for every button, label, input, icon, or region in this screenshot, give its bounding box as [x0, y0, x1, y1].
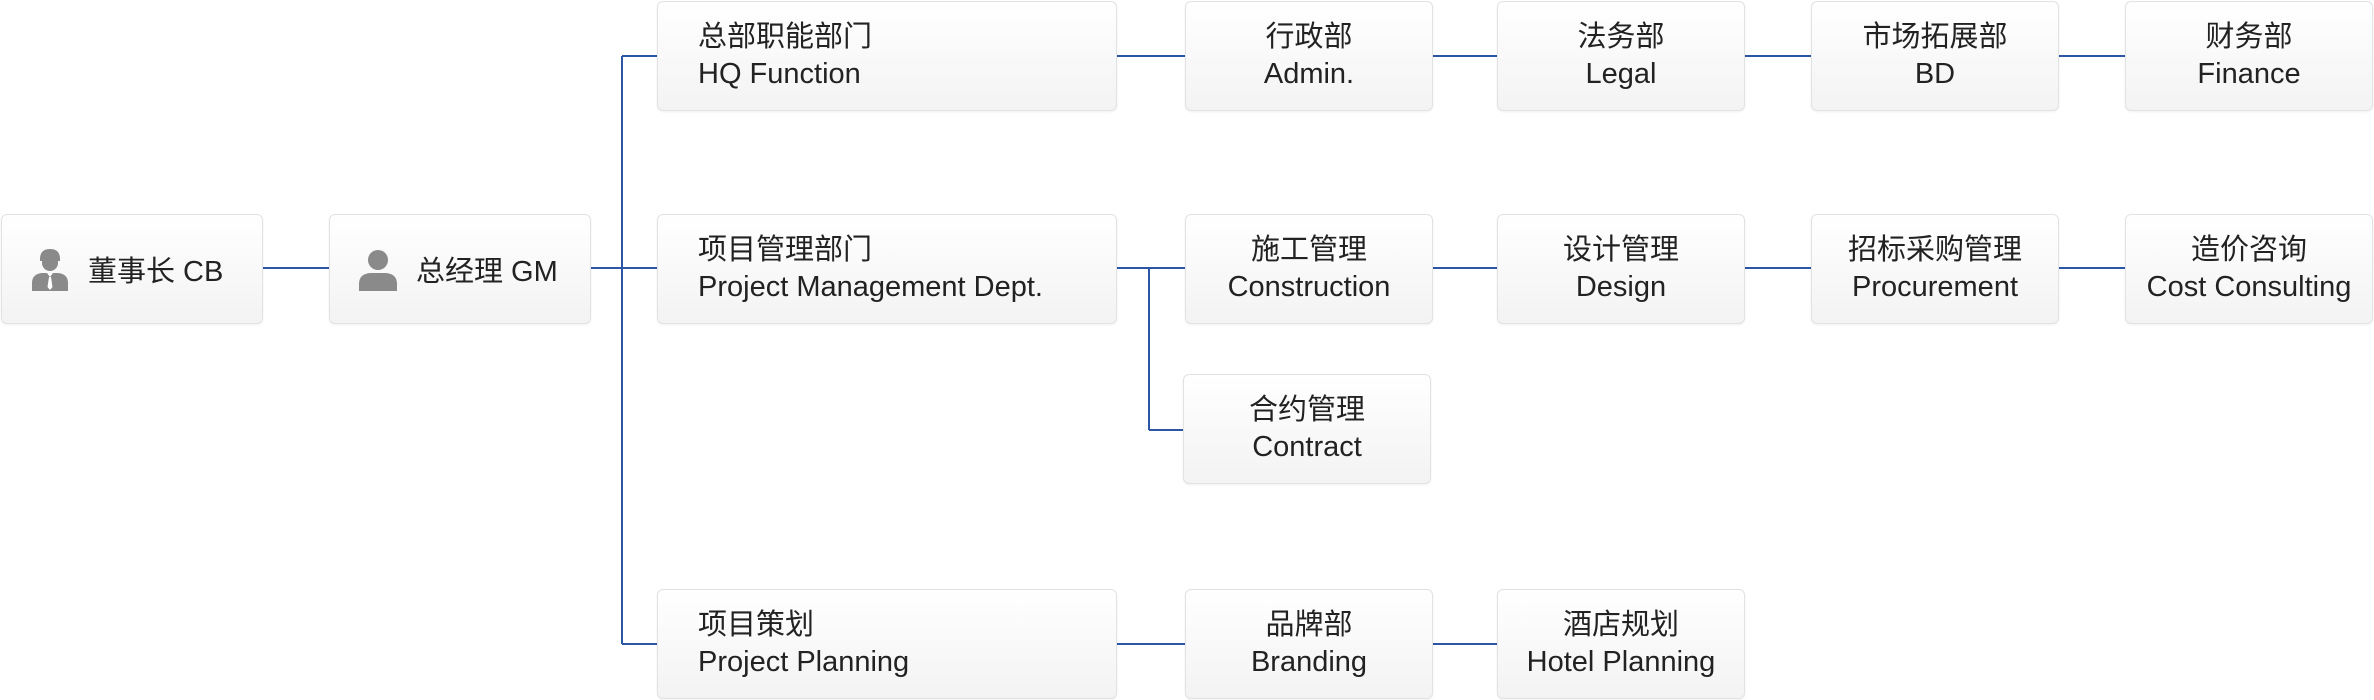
node-construction-zh: 施工管理 — [1250, 234, 1367, 266]
node-cost-zh: 造价咨询 — [2190, 234, 2307, 266]
node-bd-en: BD — [1914, 58, 1956, 90]
node-planning-zh: 项目策划 — [698, 609, 815, 641]
node-pm-en: Project Management Dept. — [698, 271, 1043, 303]
node-cb-label: 董事长 CB — [88, 256, 224, 288]
node-admin-zh: 行政部 — [1265, 21, 1353, 53]
node-contract[interactable]: 合约管理 Contract — [1183, 374, 1431, 484]
node-design-zh: 设计管理 — [1562, 234, 1679, 266]
node-procurement-zh: 招标采购管理 — [1847, 234, 2022, 266]
node-hq[interactable]: 总部职能部门 HQ Function — [657, 1, 1117, 111]
node-gm[interactable]: 总经理 GM — [329, 214, 591, 324]
node-legal-zh: 法务部 — [1577, 21, 1665, 53]
node-cb[interactable]: 董事长 CB — [1, 214, 263, 324]
node-bd[interactable]: 市场拓展部 BD — [1811, 1, 2059, 111]
node-hq-zh: 总部职能部门 — [698, 21, 873, 53]
node-planning-en: Project Planning — [698, 646, 910, 678]
node-pm-zh: 项目管理部门 — [698, 234, 873, 266]
node-hotel[interactable]: 酒店规划 Hotel Planning — [1497, 589, 1745, 699]
node-procurement[interactable]: 招标采购管理 Procurement — [1811, 214, 2059, 324]
node-admin[interactable]: 行政部 Admin. — [1185, 1, 1433, 111]
node-branding-zh: 品牌部 — [1265, 609, 1353, 641]
node-gm-label: 总经理 GM — [416, 256, 558, 288]
node-design[interactable]: 设计管理 Design — [1497, 214, 1745, 324]
node-cost-en: Cost Consulting — [2146, 271, 2352, 303]
node-construction[interactable]: 施工管理 Construction — [1185, 214, 1433, 324]
node-hotel-zh: 酒店规划 — [1562, 609, 1679, 641]
node-contract-zh: 合约管理 — [1248, 394, 1365, 426]
businessman-icon — [28, 247, 72, 291]
person-icon — [356, 247, 400, 291]
node-cost[interactable]: 造价咨询 Cost Consulting — [2125, 214, 2373, 324]
node-pm[interactable]: 项目管理部门 Project Management Dept. — [657, 214, 1117, 324]
node-branding[interactable]: 品牌部 Branding — [1185, 589, 1433, 699]
node-legal[interactable]: 法务部 Legal — [1497, 1, 1745, 111]
node-branding-en: Branding — [1250, 646, 1368, 678]
node-design-en: Design — [1575, 271, 1667, 303]
node-finance-en: Finance — [2197, 58, 2301, 90]
node-finance[interactable]: 财务部 Finance — [2125, 1, 2373, 111]
node-legal-en: Legal — [1585, 58, 1657, 90]
node-contract-en: Contract — [1252, 431, 1362, 463]
node-finance-zh: 财务部 — [2205, 21, 2293, 53]
node-admin-en: Admin. — [1263, 58, 1355, 90]
node-planning[interactable]: 项目策划 Project Planning — [657, 589, 1117, 699]
node-procurement-en: Procurement — [1851, 271, 2018, 303]
node-construction-en: Construction — [1227, 271, 1391, 303]
node-bd-zh: 市场拓展部 — [1862, 21, 2008, 53]
node-hotel-en: Hotel Planning — [1526, 646, 1716, 678]
node-hq-en: HQ Function — [698, 58, 861, 90]
